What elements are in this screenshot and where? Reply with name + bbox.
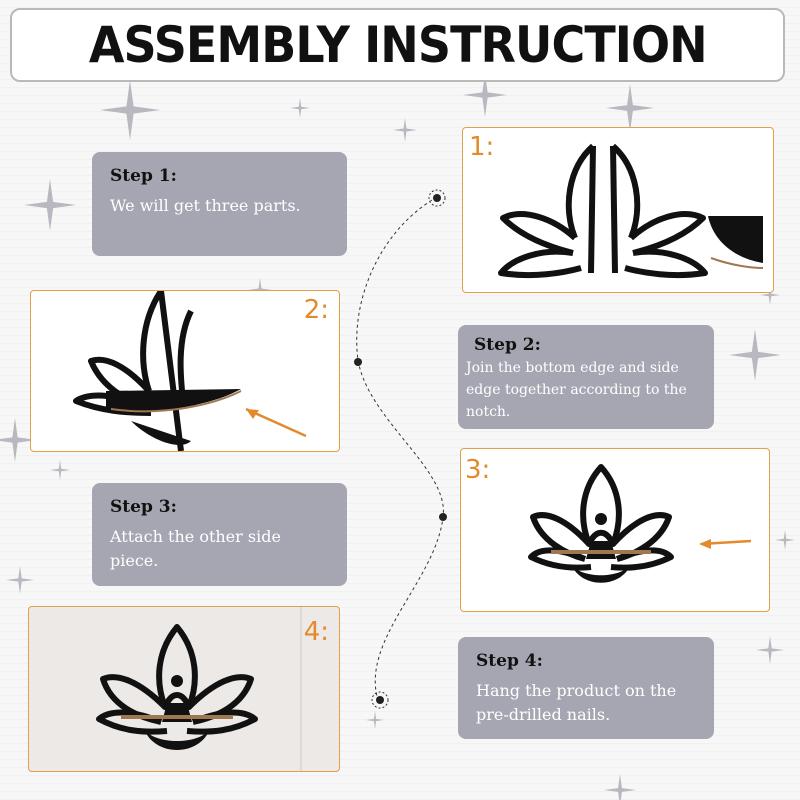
step-1-box: Step 1: We will get three parts.	[92, 152, 347, 256]
three-parts-illustration	[498, 143, 764, 279]
step-2-text: Join the bottom edge and side edge toget…	[466, 360, 687, 420]
step-3-label: Step 3:	[110, 497, 177, 517]
step-4-box: Step 4: Hang the product on the pre-dril…	[458, 637, 714, 739]
step-2-label: Step 2:	[474, 335, 541, 355]
hang-product-illustration	[96, 607, 302, 771]
curve-dot	[354, 358, 362, 366]
step-3-text: Attach the other side piece.	[110, 527, 281, 570]
page-title: ASSEMBLY INSTRUCTION	[88, 16, 708, 74]
panel-1-number: 1:	[469, 132, 495, 162]
title-banner: ASSEMBLY INSTRUCTION	[10, 8, 785, 82]
panel-4-number: 4:	[303, 617, 329, 647]
curve-dot	[376, 696, 384, 704]
step-4-text: Hang the product on the pre-drilled nail…	[476, 681, 677, 724]
step-2-box: Step 2: Join the bottom edge and side ed…	[458, 325, 714, 429]
panel-3: 3:	[460, 448, 770, 612]
panel-2: 2:	[30, 290, 340, 452]
step-4-label: Step 4:	[476, 651, 543, 671]
panel-3-number: 3:	[465, 455, 491, 485]
panel-4: 4:	[28, 606, 340, 772]
curve-dot	[439, 513, 447, 521]
panel-2-number: 2:	[303, 295, 329, 325]
panel-1: 1:	[462, 127, 774, 293]
step-1-label: Step 1:	[110, 166, 177, 186]
join-edges-illustration	[73, 291, 307, 451]
step-3-box: Step 3: Attach the other side piece.	[92, 483, 347, 586]
attach-side-illustration	[528, 464, 752, 583]
curve-dot	[433, 194, 441, 202]
step-1-text: We will get three parts.	[110, 196, 301, 215]
